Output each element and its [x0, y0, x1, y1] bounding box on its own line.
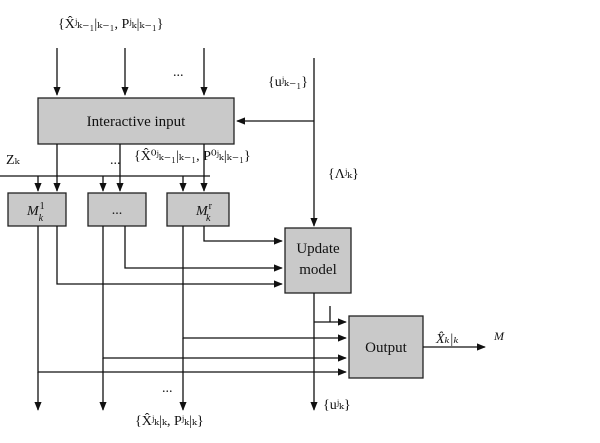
output-block	[348, 315, 424, 379]
update-model-block	[284, 227, 352, 294]
top-input-label: {X̂ʲₖ₋₁|ₖ₋₁, Pʲₖ|ₖ₋₁}	[58, 15, 164, 32]
model-1-to-update	[56, 226, 283, 288]
mixed-input-label: {X̂⁰ʲₖ₋₁|ₖ₋₁, P⁰ʲₖ|ₖ₋₁}	[134, 147, 251, 164]
model-dots-to-update	[124, 226, 283, 272]
model-dots-label: ...	[112, 203, 123, 218]
interactive-input-label: Interactive input	[87, 114, 187, 130]
output-estimate-label: X̂ₖ|ₖ	[435, 331, 459, 347]
model-r-to-update	[203, 226, 283, 245]
output-label: Output	[365, 340, 408, 356]
bottom-output-label: {X̂ʲₖ|ₖ, Pʲₖ|ₖ}	[135, 412, 204, 429]
z-k-label: Zₖ	[6, 153, 21, 168]
u-k-label: {uʲₖ}	[323, 398, 351, 413]
bottom-dots: ...	[162, 381, 173, 396]
update-model-label-1: Update	[296, 241, 340, 257]
model-block-r	[166, 192, 230, 227]
mid-dots: ...	[110, 153, 121, 168]
top-dots: ...	[173, 65, 184, 80]
interactive-input-block	[37, 97, 235, 145]
model-block-dots	[87, 192, 147, 227]
output-target-label: M	[493, 329, 505, 343]
lambda-label: {Λʲₖ}	[328, 167, 359, 182]
u-prev-label: {uʲₖ₋₁}	[268, 75, 308, 90]
model-block-1	[7, 192, 67, 227]
update-model-label-2: model	[299, 262, 337, 278]
